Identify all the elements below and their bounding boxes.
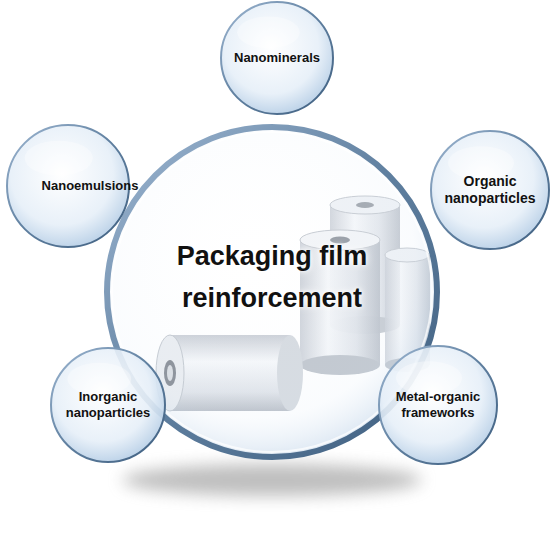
category-label: Organic nanoparticles: [440, 173, 540, 207]
text-group: Nanoemulsions: [30, 178, 150, 194]
text-group: Inorganic nanoparticles: [58, 389, 158, 420]
text-group: Nanominerals: [225, 50, 329, 66]
text-group: Packaging film reinforcement: [152, 236, 392, 320]
category-node: Nanoemulsions: [6, 124, 130, 248]
category-label: Nanoemulsions: [30, 178, 150, 194]
category-node: Inorganic nanoparticles: [50, 347, 166, 463]
category-node: Organic nanoparticles: [430, 130, 550, 250]
drop-shadow: [122, 464, 422, 496]
category-node: Nanominerals: [220, 1, 334, 115]
category-node: Metal-organic frameworks: [378, 345, 498, 465]
text-group: Metal-organic frameworks: [388, 389, 488, 420]
category-label: Metal-organic frameworks: [388, 389, 488, 420]
category-label: Nanominerals: [225, 50, 329, 66]
category-label: Inorganic nanoparticles: [58, 389, 158, 420]
text-group: Organic nanoparticles: [440, 173, 540, 207]
central-label: Packaging film reinforcement: [152, 236, 392, 320]
